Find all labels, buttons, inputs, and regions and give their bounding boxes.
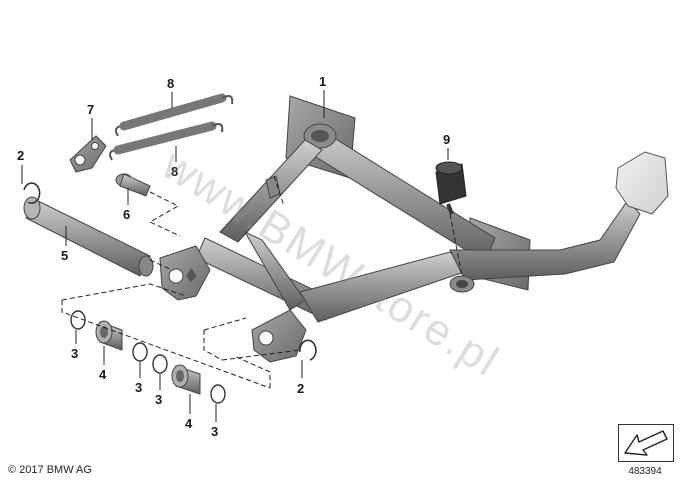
spring-bracket [69,135,107,173]
callout-2-left: 2 [17,148,24,163]
callout-6: 6 [123,207,130,222]
callout-3-d: 3 [211,424,218,439]
callout-1: 1 [319,74,326,89]
bushing-right [171,364,201,395]
reference-box [618,424,674,462]
circlip-left [23,182,41,204]
callout-2-right: 2 [297,381,304,396]
right-pivot-bracket [251,309,307,363]
callout-8-upper: 8 [167,76,174,91]
copyright: © 2017 BMW AG [8,464,92,476]
foot-lever [449,199,641,281]
callout-8-lower: 8 [171,164,178,179]
bolt [115,173,151,197]
callouts: 1 2 2 3 3 3 3 4 4 5 6 7 8 8 9 [17,74,450,439]
callout-9: 9 [443,132,450,147]
left-pivot-bracket [159,245,211,301]
callout-4-a: 4 [99,367,107,382]
foot-pad [615,151,669,215]
bushing-left [95,320,123,351]
tension-spring-upper [115,93,234,137]
pivot-pin [23,196,154,277]
washer-2 [132,342,148,362]
callout-3-c: 3 [155,392,162,407]
callout-5: 5 [61,248,68,263]
tension-spring-lower [109,121,224,161]
rubber-stopper [435,161,467,215]
callout-3-b: 3 [135,380,142,395]
callout-3-a: 3 [71,346,78,361]
callout-7: 7 [87,102,94,117]
reference-number: 483394 [628,466,662,477]
arrow-icon [624,430,668,456]
leader-lines [21,90,449,422]
main-stand-frame [159,95,669,363]
washer-4 [210,384,226,404]
circlip-right [299,339,317,361]
assembly-lines [61,175,463,389]
washer-3 [152,354,168,374]
callout-4-b: 4 [185,416,193,431]
